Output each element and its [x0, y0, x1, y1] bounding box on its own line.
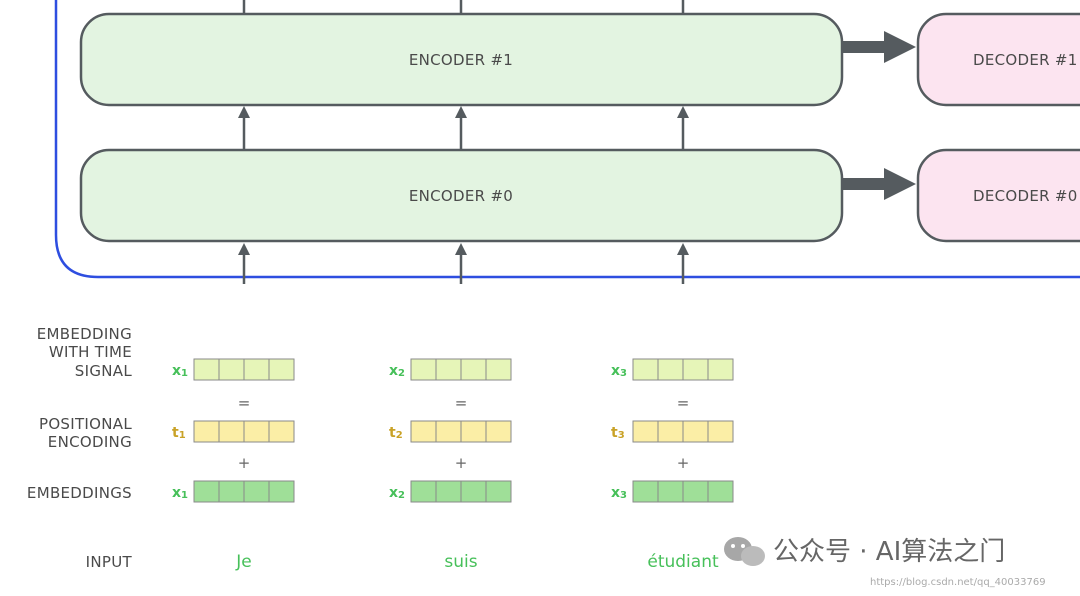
decoder-0-label: DECODER #0: [973, 187, 1078, 205]
vector-cell: [218, 358, 245, 381]
vector-cell: [193, 358, 220, 381]
vector-cell: [632, 420, 659, 443]
vector-embedding-2: x2: [389, 480, 512, 503]
mid-arrows: [242, 114, 685, 150]
vector-embedding-3: x3: [611, 480, 734, 503]
vector-cell: [682, 480, 709, 503]
plus-operator: +: [238, 454, 251, 472]
equals-operator: =: [677, 394, 690, 412]
vector-cell: [435, 358, 462, 381]
watermark: 公众号 · AI算法之门 https://blog.csdn.net/qq_40…: [724, 537, 1046, 588]
decoder-1-label: DECODER #1: [973, 51, 1078, 69]
encoder-to-decoder-arrow-0: [842, 168, 916, 200]
vector-embedding-1: x1: [172, 480, 295, 503]
vector-signal-3: x3: [611, 358, 734, 381]
svg-text:SIGNAL: SIGNAL: [75, 362, 133, 380]
vector-signal-2: x2: [389, 358, 512, 381]
plus-operator: +: [677, 454, 690, 472]
vector-cell: [410, 420, 437, 443]
vector-label: t1: [172, 425, 186, 441]
vector-cell: [435, 480, 462, 503]
vector-cell: [193, 480, 220, 503]
encoder-1-box: [79, 12, 844, 107]
svg-text:EMBEDDING: EMBEDDING: [37, 325, 132, 343]
decoder-0-box: [916, 148, 1080, 243]
vector-label: x2: [389, 363, 405, 379]
vector-cell: [657, 420, 684, 443]
vector-cell: [632, 480, 659, 503]
vector-cell: [243, 420, 270, 443]
equals-operator: =: [455, 394, 468, 412]
row-label-input: INPUT: [86, 553, 133, 571]
row-label-embedding-time-signal: EMBEDDING WITH TIME SIGNAL: [37, 325, 133, 380]
input-word-1: Je: [235, 552, 251, 572]
vector-cell: [707, 480, 734, 503]
vector-cell: [243, 358, 270, 381]
vector-label: x3: [611, 363, 627, 379]
encoder-1-label: ENCODER #1: [409, 51, 513, 69]
vector-cell: [485, 420, 512, 443]
svg-text:POSITIONAL: POSITIONAL: [39, 415, 132, 433]
vector-signal-1: x1: [172, 358, 295, 381]
vector-cell: [410, 358, 437, 381]
vector-cell: [268, 420, 295, 443]
vector-cell: [485, 358, 512, 381]
vector-label: t3: [611, 425, 625, 441]
svg-text:ENCODING: ENCODING: [48, 433, 132, 451]
vector-cell: [460, 480, 487, 503]
watermark-text: 公众号 · AI算法之门: [773, 537, 1005, 567]
vector-cell: [243, 480, 270, 503]
vector-label: x3: [611, 485, 627, 501]
vector-label: t2: [389, 425, 403, 441]
decoder-1-box: [916, 12, 1080, 107]
mid-arrowheads: [238, 106, 689, 118]
svg-text:WITH TIME: WITH TIME: [49, 343, 132, 361]
vector-cell: [707, 358, 734, 381]
vector-cell: [460, 358, 487, 381]
vector-cell: [632, 358, 659, 381]
input-word-2: suis: [444, 552, 477, 572]
vector-positional-3: t3: [611, 420, 734, 443]
row-label-embeddings: EMBEDDINGS: [27, 484, 132, 502]
vector-cell: [682, 420, 709, 443]
vector-label: x1: [172, 485, 188, 501]
vector-cell: [410, 480, 437, 503]
wechat-logo-icon: [724, 537, 765, 566]
vector-cell: [268, 358, 295, 381]
vector-label: x1: [172, 363, 188, 379]
vector-cell: [485, 480, 512, 503]
vector-cell: [460, 420, 487, 443]
plus-operator: +: [455, 454, 468, 472]
encoder-to-decoder-arrow-1: [842, 31, 916, 63]
top-output-arrows: [242, 0, 685, 14]
encoder-0-box: [79, 148, 844, 243]
input-word-3: étudiant: [647, 552, 719, 572]
encoder-stack-outline: [54, 0, 1080, 279]
vector-cell: [657, 358, 684, 381]
vector-positional-1: t1: [172, 420, 295, 443]
input-arrowheads: [238, 243, 689, 255]
vector-cell: [218, 420, 245, 443]
vector-cell: [707, 420, 734, 443]
vector-label: x2: [389, 485, 405, 501]
vector-cell: [682, 358, 709, 381]
equals-operator: =: [238, 394, 251, 412]
encoder-0-label: ENCODER #0: [409, 187, 513, 205]
vector-cell: [435, 420, 462, 443]
vector-cell: [268, 480, 295, 503]
vector-cell: [218, 480, 245, 503]
input-arrows: [242, 252, 685, 284]
watermark-url: https://blog.csdn.net/qq_40033769: [870, 577, 1046, 588]
row-label-positional-encoding: POSITIONAL ENCODING: [39, 415, 132, 451]
vector-positional-2: t2: [389, 420, 512, 443]
vector-cell: [193, 420, 220, 443]
vector-cell: [657, 480, 684, 503]
token-vectors: x1 t1 x1 = + Je x2 t2 x2 = + suis x3 t3 x3 = + étudiant: [172, 358, 734, 572]
